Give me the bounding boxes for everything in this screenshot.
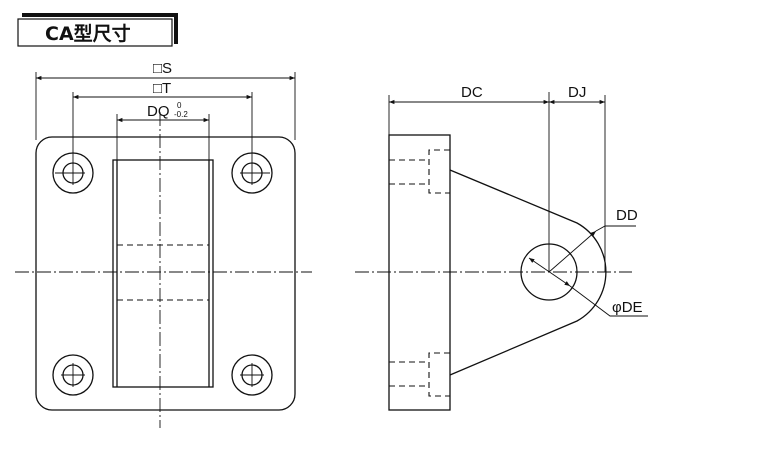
dq-tolerance-upper: 0	[177, 101, 182, 110]
clevis-lug	[449, 169, 607, 376]
title: CA型尺寸	[45, 22, 131, 45]
side-plate	[388, 134, 451, 411]
side-view: DC DJ DD φDE	[355, 84, 648, 411]
dimension-de-label: φDE	[612, 299, 643, 316]
dimension-dd-label: DD	[616, 207, 638, 224]
mounting-plate	[35, 136, 296, 411]
front-view: □S □T DQ 0 -0.2	[15, 60, 312, 428]
dimension-dj-label: DJ	[568, 84, 586, 101]
slot-outer	[112, 159, 214, 388]
dimension-dq-label: DQ	[147, 103, 170, 120]
dimension-s-label: □S	[153, 60, 172, 77]
dq-tolerance-lower: -0.2	[174, 110, 188, 119]
mounting-holes	[52, 92, 273, 396]
dimension-dc-label: DC	[461, 84, 483, 101]
dimension-t-label: □T	[153, 80, 171, 97]
title-box: CA型尺寸	[17, 13, 178, 47]
